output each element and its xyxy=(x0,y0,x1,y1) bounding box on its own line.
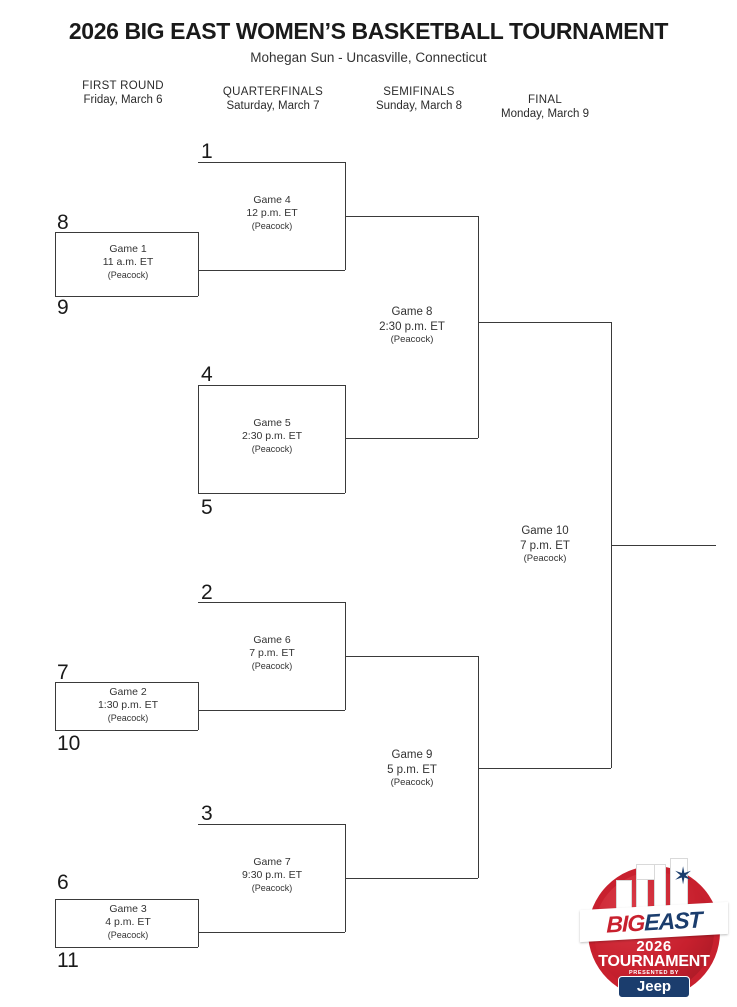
bracket-line-g5-top xyxy=(198,385,345,386)
bracket-line-g3-top xyxy=(55,899,198,900)
game-label-7: Game 7 9:30 p.m. ET (Peacock) xyxy=(241,856,303,893)
bracket-line-g5-right xyxy=(345,385,346,493)
round-date: Monday, March 9 xyxy=(501,108,589,120)
bracket-line-g3-left xyxy=(55,899,56,947)
round-header-first-round: FIRST ROUND Friday, March 6 xyxy=(33,80,213,106)
bracket-line-g1-top xyxy=(55,232,198,233)
logo-big-text: BIG xyxy=(606,909,645,938)
bracket-line-g1-right xyxy=(198,232,199,296)
page-title: 2026 BIG EAST WOMEN’S BASKETBALL TOURNAM… xyxy=(68,18,669,44)
big-east-tournament-logo: ✶ BIGEAST 2026 TOURNAMENT PRESENTED BY J… xyxy=(578,850,730,1002)
game-label-6: Game 6 7 p.m. ET (Peacock) xyxy=(249,634,295,671)
round-name: QUARTERFINALS xyxy=(222,86,324,98)
round-name: FIRST ROUND xyxy=(82,80,164,92)
bracket-line-g2-left xyxy=(55,682,56,730)
logo-presented-by-text: PRESENTED BY xyxy=(629,970,679,976)
seed-6: 6 xyxy=(57,871,69,894)
bracket-line-g8-right xyxy=(478,216,479,438)
bracket-line-g7-top xyxy=(198,824,345,825)
bracket-line-g9-bottom xyxy=(345,878,478,879)
seed-2: 2 xyxy=(201,581,213,604)
game-label-3: Game 3 4 p.m. ET (Peacock) xyxy=(105,903,151,940)
round-header-semifinals: SEMIFINALS Sunday, March 8 xyxy=(329,86,509,112)
bracket-line-g2-bottom xyxy=(55,730,198,731)
seed-10: 10 xyxy=(57,732,81,755)
bracket-line-g2-top xyxy=(55,682,198,683)
seed-3: 3 xyxy=(201,802,213,825)
bracket-line-g10-top xyxy=(478,322,611,323)
game-label-10: Game 10 7 p.m. ET (Peacock) xyxy=(520,525,570,565)
seed-8: 8 xyxy=(57,211,69,234)
seed-1: 1 xyxy=(201,140,213,163)
game-label-5: Game 5 2:30 p.m. ET (Peacock) xyxy=(241,417,303,454)
bracket-line-g4-top xyxy=(198,162,345,163)
bracket-line-g9-top xyxy=(345,656,478,657)
bracket-line-g5-left xyxy=(198,385,199,493)
round-header-quarterfinals: QUARTERFINALS Saturday, March 7 xyxy=(183,86,363,112)
game-label-4: Game 4 12 p.m. ET (Peacock) xyxy=(246,194,298,231)
logo-east-text: EAST xyxy=(644,906,702,936)
bracket-line-g8-top xyxy=(345,216,478,217)
round-name: FINAL xyxy=(527,94,563,106)
bracket-line-g8-bottom xyxy=(345,438,478,439)
bracket-line-g1-left xyxy=(55,232,56,296)
game-label-8: Game 8 2:30 p.m. ET (Peacock) xyxy=(379,306,445,346)
round-date: Friday, March 6 xyxy=(83,94,163,106)
round-header-final: FINAL Monday, March 9 xyxy=(455,94,635,120)
logo-year: 2026 xyxy=(636,938,672,955)
bracket-line-g6-top xyxy=(198,602,345,603)
seed-9: 9 xyxy=(57,296,69,319)
round-name: SEMIFINALS xyxy=(383,86,455,98)
round-date: Sunday, March 8 xyxy=(375,100,463,112)
compass-star-icon: ✶ xyxy=(672,863,694,890)
bracket-line-g9-right xyxy=(478,656,479,878)
bracket-line-g6-bottom xyxy=(198,710,345,711)
seed-11: 11 xyxy=(57,949,79,972)
bracket-line-g2-right xyxy=(198,682,199,730)
seed-4: 4 xyxy=(201,363,213,386)
bracket-line-champion xyxy=(611,545,716,546)
bracket-line-g10-bottom xyxy=(478,768,611,769)
venue-subtitle: Mohegan Sun - Uncasville, Connecticut xyxy=(250,50,487,65)
bracket-line-g4-bottom xyxy=(198,270,345,271)
bracket-line-g1-bottom xyxy=(55,296,198,297)
game-label-1: Game 1 11 a.m. ET (Peacock) xyxy=(102,243,154,280)
game-label-9: Game 9 5 p.m. ET (Peacock) xyxy=(387,749,437,789)
seed-7: 7 xyxy=(57,661,69,684)
bracket-line-g5-bottom xyxy=(198,493,345,494)
logo-tournament-text: TOURNAMENT xyxy=(598,953,710,970)
jeep-sponsor-badge xyxy=(618,976,690,998)
game-label-2: Game 2 1:30 p.m. ET (Peacock) xyxy=(97,686,159,723)
bracket-line-g7-bottom xyxy=(198,932,345,933)
jeep-sponsor-text: Jeep xyxy=(636,978,672,995)
round-date: Saturday, March 7 xyxy=(226,100,320,112)
seed-5: 5 xyxy=(201,496,213,519)
bracket-line-g3-bottom xyxy=(55,947,198,948)
bracket-line-g3-right xyxy=(198,899,199,947)
